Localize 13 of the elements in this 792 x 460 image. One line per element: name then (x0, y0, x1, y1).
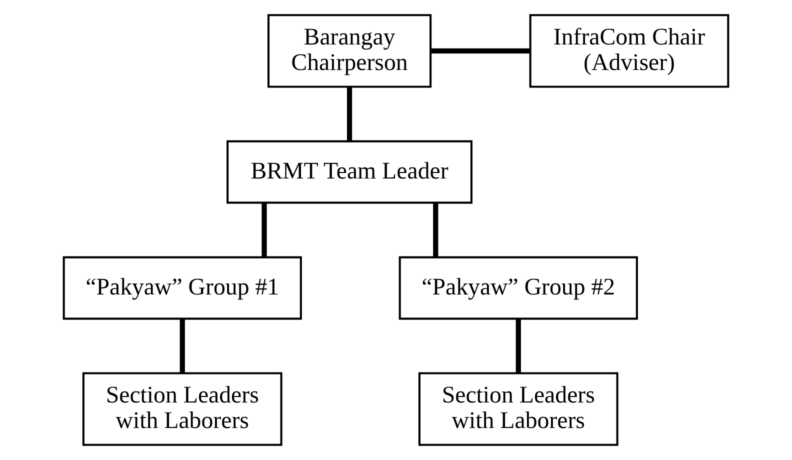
node-box: BRMT Team Leader (226, 140, 472, 204)
connector (262, 203, 267, 257)
connector (346, 87, 352, 141)
node-box: Barangay Chairperson (267, 14, 432, 88)
node-box: InfraCom Chair (Adviser) (529, 14, 730, 88)
connector (433, 203, 438, 257)
connector (516, 319, 521, 373)
node-box: “Pakyaw” Group #2 (398, 256, 638, 320)
connector (431, 48, 530, 54)
connector (180, 319, 185, 373)
node-box: “Pakyaw” Group #1 (62, 256, 302, 320)
node-box: Section Leaders with Laborers (418, 372, 618, 446)
node-box: Section Leaders with Laborers (82, 372, 282, 446)
